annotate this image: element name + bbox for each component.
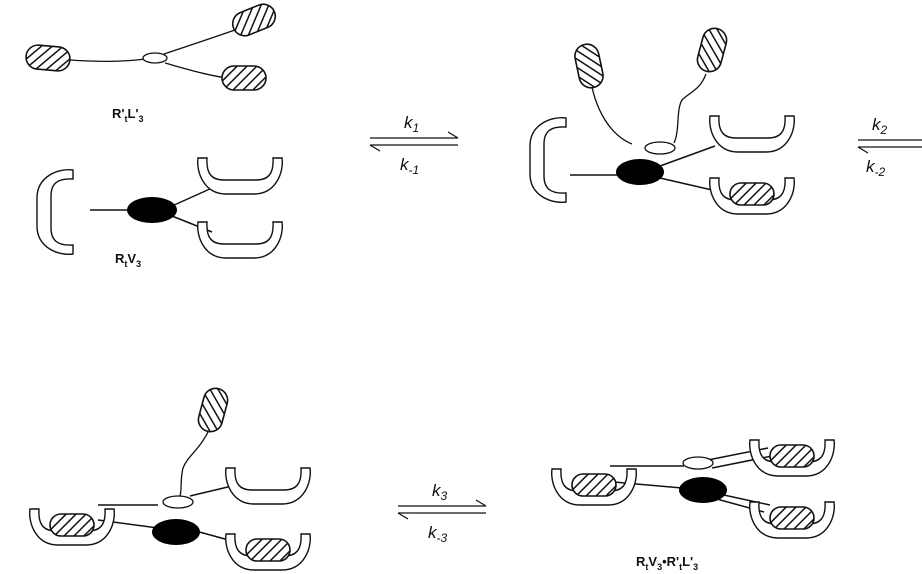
occupied-receptor-site [552,469,637,505]
receptor-label: RtV3 [115,251,141,269]
occupied-receptor-site [710,178,795,214]
receptor-site [36,169,74,255]
receptor-site [197,157,283,195]
occupied-receptor-site [750,502,835,538]
receptor-core [679,477,727,503]
ligand-hub [682,456,714,470]
receptor-site [529,117,567,203]
ligand-head [571,41,607,91]
ligand-head [693,24,731,76]
intermediate-one-bond [529,24,795,214]
occupied-receptor-site [750,440,835,476]
ligand-head [228,0,280,41]
equilibrium-arrows-3 [397,499,487,520]
rate-k2: k2 [872,115,888,137]
rate-k-2: k-2 [866,157,885,179]
rate-k3: k3 [432,481,448,503]
free-receptor [36,157,283,259]
free-ligand [24,0,280,91]
ligand-hub [162,495,194,509]
receptor-core [152,519,200,545]
receptor-core [127,197,177,223]
final-complex [552,440,835,538]
ligand-head [24,43,72,73]
intermediate-two-bonds [30,384,311,570]
equilibrium-arrows-2 [857,139,922,154]
receptor-site [197,221,283,259]
ligand-hub [644,141,676,155]
ligand-hub [142,52,168,64]
ligand-head [194,384,232,436]
receptor-core [616,159,664,185]
rate-k-3: k-3 [428,523,447,545]
equilibrium-arrows-1 [369,131,459,152]
receptor-site [225,467,311,505]
occupied-receptor-site [226,534,311,570]
rate-k-1: k-1 [400,155,419,177]
occupied-receptor-site [30,509,115,545]
rate-k1: k1 [404,113,419,135]
complex-label: RtV3•R'tL'3 [636,554,698,572]
ligand-label: R'tL'3 [112,106,144,124]
receptor-site [709,115,795,153]
ligand-head [221,65,267,91]
